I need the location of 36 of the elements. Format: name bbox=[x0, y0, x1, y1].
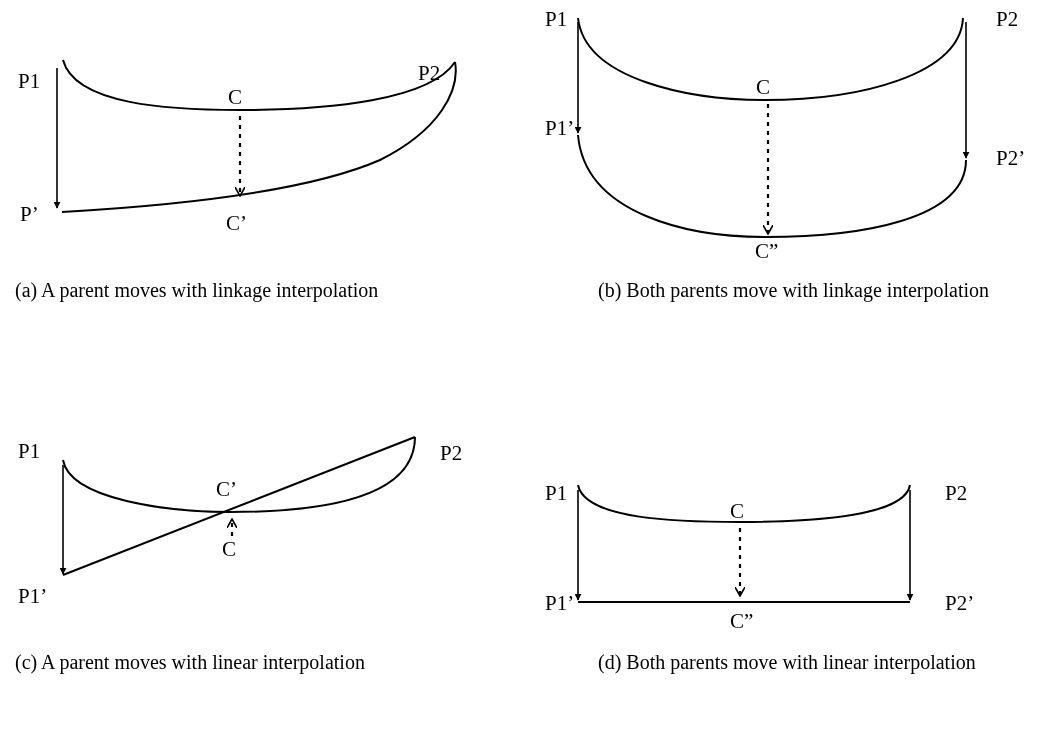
arrow bbox=[762, 104, 774, 235]
point-label: P1 bbox=[545, 8, 568, 30]
point-label: P1’ bbox=[545, 117, 575, 139]
arrow bbox=[226, 518, 238, 536]
point-label: P’ bbox=[20, 203, 39, 225]
point-label: C bbox=[222, 538, 236, 560]
arrow bbox=[59, 464, 67, 575]
point-label: C bbox=[730, 500, 744, 522]
panel-caption: (a) A parent moves with linkage interpolation bbox=[15, 278, 380, 302]
point-label: P1’ bbox=[18, 585, 48, 607]
point-label: P1 bbox=[545, 482, 568, 504]
point-label: C” bbox=[730, 610, 754, 632]
point-label: P1 bbox=[18, 440, 41, 462]
point-label: P1 bbox=[18, 70, 41, 92]
point-label: P2 bbox=[996, 8, 1019, 30]
point-label: P2’ bbox=[996, 147, 1026, 169]
panel-caption: (b) Both parents move with linkage interpolation bbox=[598, 278, 991, 302]
point-label: P2’ bbox=[945, 592, 975, 614]
panel-caption: (c) A parent moves with linear interpolation bbox=[15, 650, 366, 674]
arrow bbox=[574, 489, 582, 601]
arrow bbox=[234, 116, 246, 197]
arrow bbox=[53, 67, 61, 209]
panel-caption: (d) Both parents move with linear interpolation bbox=[598, 650, 977, 674]
point-label: C’ bbox=[226, 212, 247, 234]
point-label: C’ bbox=[216, 478, 237, 500]
arrow bbox=[962, 21, 970, 159]
point-label: C” bbox=[755, 240, 779, 262]
point-label: P2 bbox=[440, 442, 463, 464]
point-label: C bbox=[756, 76, 770, 98]
point-label: C bbox=[228, 86, 242, 108]
arrow bbox=[734, 528, 746, 597]
point-label: P1’ bbox=[545, 592, 575, 614]
arrow bbox=[574, 21, 582, 134]
arrow bbox=[906, 489, 914, 601]
point-label: P2 bbox=[418, 62, 441, 84]
point-label: P2 bbox=[945, 482, 968, 504]
